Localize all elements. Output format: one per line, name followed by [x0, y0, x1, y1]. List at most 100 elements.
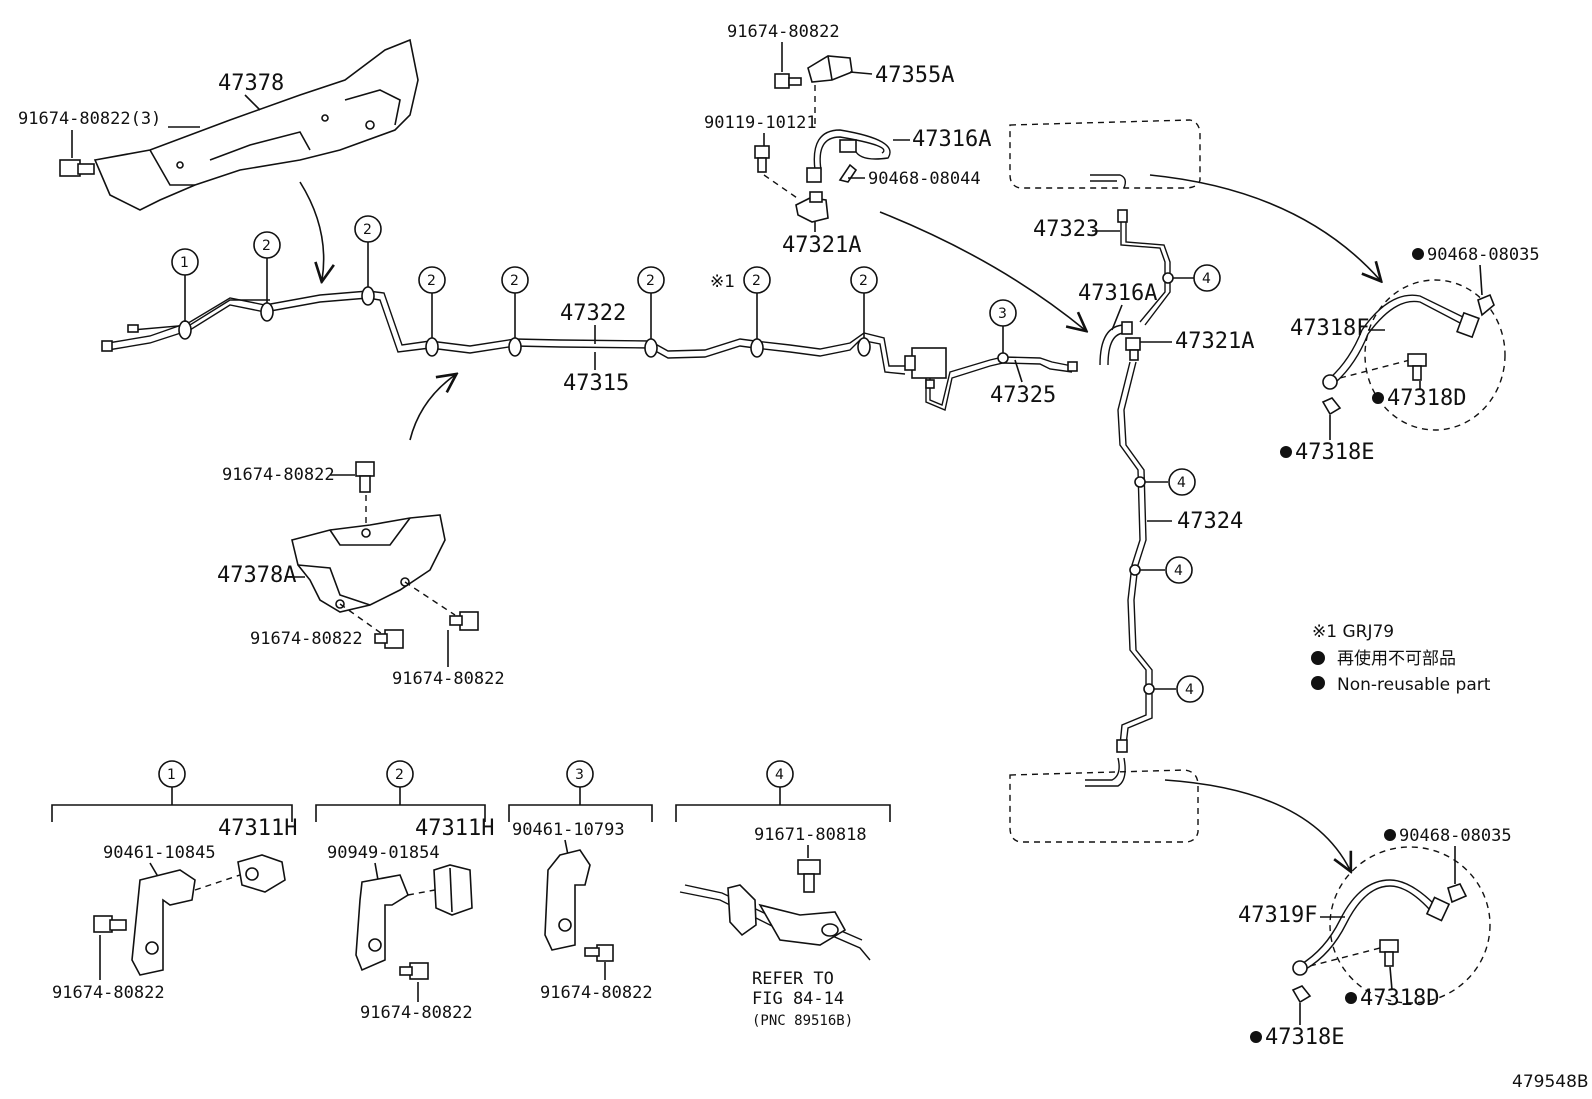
label-bolt-mid2: 91674-80822: [250, 629, 363, 649]
detail-group-2: 2 90949-01854 47311H 91674-80822: [315, 760, 494, 1023]
marker-3-main: 3: [989, 299, 1017, 364]
svg-text:2: 2: [752, 273, 761, 289]
bolt-icon: [774, 73, 802, 89]
nonreusable-dot: [1345, 992, 1357, 1004]
label-90468-08035-a: 90468-08035: [1427, 245, 1540, 265]
bolt-icon: [59, 159, 95, 177]
marker-2-c: 2: [418, 266, 446, 338]
svg-text:3: 3: [998, 306, 1007, 322]
label-47318F: 47318F: [1290, 316, 1369, 341]
svg-text:4: 4: [1185, 682, 1194, 698]
label-47315: 47315: [563, 371, 629, 396]
hose-47318f: [1321, 279, 1506, 431]
svg-text:4: 4: [1177, 475, 1186, 491]
svg-text:4: 4: [775, 767, 784, 783]
note-en-nonreusable: Non-reusable part: [1337, 675, 1491, 695]
refer-to-text: REFER TO: [752, 969, 834, 989]
tube-47324: [1116, 361, 1153, 753]
tube-clamps: [178, 286, 871, 358]
hose-47316a-top: [806, 129, 891, 183]
nonreusable-dot: [1384, 829, 1396, 841]
marker-2-d: 2: [501, 266, 529, 338]
bolt-icon: [399, 962, 429, 980]
connector-47321a-mid: [1125, 337, 1141, 361]
svg-text:1: 1: [180, 255, 189, 271]
connector-47321a-top: [795, 191, 829, 223]
label-47323: 47323: [1033, 217, 1099, 242]
label-47321A-top: 47321A: [782, 233, 861, 258]
brake-tube-main: [107, 290, 906, 375]
label-bolt-g1: 91674-80822: [52, 983, 165, 1003]
detail-group-3: 3 90461-10793 91674-80822: [508, 760, 653, 1003]
label-47318E-a: 47318E: [1295, 440, 1374, 465]
label-90949-01854: 90949-01854: [327, 843, 440, 863]
label-47311H: 47311H: [218, 816, 297, 841]
bracket-47355a: [807, 55, 853, 83]
svg-text:2: 2: [395, 767, 404, 783]
note-jp-nonreusable: 再使用不可部品: [1337, 648, 1456, 669]
nonreusable-dot: [1311, 651, 1325, 665]
bolt-icon: [797, 859, 821, 893]
svg-text:2: 2: [510, 273, 519, 289]
label-bolt-mid3: 91674-80822: [392, 669, 505, 689]
label-47378A: 47378A: [217, 563, 296, 588]
marker-2-f: 2 ※1: [710, 266, 771, 339]
label-47318E-b: 47318E: [1265, 1025, 1344, 1050]
grj-marker: ※1: [710, 272, 735, 292]
label-90119: 90119-10121: [704, 113, 817, 133]
svg-text:2: 2: [859, 273, 868, 289]
detail-group-4: 4 91671-80818 REFER TO FIG 84-14 (PNC 89…: [675, 760, 891, 1029]
protector-47378a: [291, 514, 446, 613]
label-47321A-mid: 47321A: [1175, 329, 1254, 354]
bolt-icon: [374, 629, 404, 649]
label-bolt-g3: 91674-80822: [540, 983, 653, 1003]
hose-47319f: [1291, 846, 1491, 1004]
diagram-id: 479548B: [1512, 1072, 1589, 1092]
label-90468-08035-b: 90468-08035: [1399, 826, 1512, 846]
upper-box: [1009, 119, 1201, 189]
hose-47316a-mid: [1099, 321, 1133, 366]
protector-47378: [93, 38, 419, 211]
label-bolt-top: 91674-80822: [727, 22, 840, 42]
label-bolt-mid: 91674-80822: [222, 465, 335, 485]
nonreusable-dot: [1311, 676, 1325, 690]
marker-1-main: 1: [171, 248, 199, 322]
clip-90468-08044: [838, 163, 858, 183]
label-47324: 47324: [1177, 509, 1243, 534]
refer-fig-text: FIG 84-14: [752, 989, 844, 1009]
svg-text:2: 2: [427, 273, 436, 289]
label-47318D-b: 47318D: [1360, 986, 1439, 1011]
label-90461-10845: 90461-10845: [103, 843, 216, 863]
lower-box: [1009, 757, 1199, 843]
bolt-icon: [584, 944, 614, 962]
bolt-icon: [355, 461, 375, 493]
bolt-icon: [449, 611, 479, 631]
tube-47323: [1117, 209, 1171, 326]
bolt-icon: [93, 915, 127, 933]
svg-text:2: 2: [363, 222, 372, 238]
nonreusable-dot: [1250, 1031, 1262, 1043]
marker-4-b: 4: [1134, 468, 1196, 496]
label-47319F: 47319F: [1238, 903, 1317, 928]
label-47378: 47378: [218, 71, 284, 96]
label-90461-10793: 90461-10793: [512, 820, 625, 840]
tube-end-fitting: [101, 340, 113, 352]
svg-text:2: 2: [646, 273, 655, 289]
nonreusable-dot: [1280, 446, 1292, 458]
detail-group-1: 1 90461-10845 47311H 91674-80822: [51, 760, 297, 1003]
label-47311H-2: 47311H: [415, 816, 494, 841]
marker-4-a: 4: [1162, 264, 1221, 292]
svg-text:4: 4: [1202, 271, 1211, 287]
note-grj79: ※1 GRJ79: [1312, 622, 1394, 642]
svg-text:4: 4: [1174, 563, 1183, 579]
label-bolt-g2: 91674-80822: [360, 1003, 473, 1023]
marker-2-e: 2: [637, 266, 665, 339]
label-47322: 47322: [560, 301, 626, 326]
label-47316A-mid: 47316A: [1078, 281, 1157, 306]
label-47318D-a: 47318D: [1387, 386, 1466, 411]
label-bolt-3: 91674-80822(3): [18, 109, 161, 129]
label-90468-08044: 90468-08044: [868, 169, 981, 189]
svg-text:2: 2: [262, 238, 271, 254]
junction-block: [904, 347, 1073, 411]
bolt-icon: [754, 145, 770, 173]
